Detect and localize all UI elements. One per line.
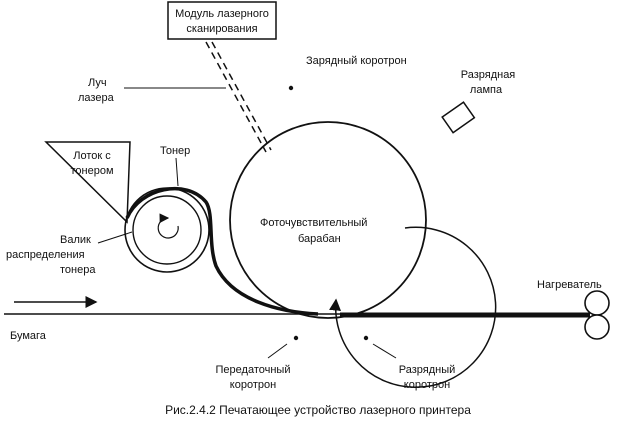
charge-corotron-dot <box>288 85 294 91</box>
toner-leader <box>175 157 179 187</box>
toner-roller-inner <box>132 195 202 265</box>
toner-tray-label-1: Лоток с <box>73 150 111 162</box>
toner-roller-outer <box>124 187 210 273</box>
discharge-lamp <box>441 101 476 134</box>
heater-roller-top <box>584 290 610 316</box>
roller-leader <box>97 231 133 244</box>
discharge-corotron-dot <box>363 335 369 341</box>
transfer-corotron-dot <box>293 335 299 341</box>
discharge-corotron-leader <box>372 343 397 359</box>
drum-label-1: Фоточувствительный <box>260 217 367 229</box>
paper-label: Бумага <box>10 330 47 342</box>
heater-label: Нагреватель <box>537 279 602 291</box>
transfer-corotron-leader <box>267 343 288 359</box>
discharge-corotron-label-2: коротрон <box>404 379 450 391</box>
roller-label-3: тонера <box>60 264 96 276</box>
laser-beam <box>205 41 272 153</box>
charge-corotron-label: Зарядный коротрон <box>306 55 407 67</box>
roller-label-2: распределения <box>6 249 85 261</box>
figure-caption: Рис.2.4.2 Печатающее устройство лазерног… <box>165 403 471 417</box>
toner-tray <box>44 141 131 224</box>
discharge-corotron-label-1: Разрядный <box>399 364 456 376</box>
laser-module-label-2: сканирования <box>186 23 257 35</box>
toner-layer <box>125 186 319 316</box>
drum-outer <box>229 121 427 319</box>
toner-tray-label-2: тонером <box>70 165 113 177</box>
discharge-lamp-label-2: лампа <box>470 84 503 96</box>
laser-module-label-1: Модуль лазерного <box>175 8 269 20</box>
discharge-lamp-label-1: Разрядная <box>461 69 516 81</box>
heater-roller-bottom <box>584 314 610 340</box>
transfer-corotron-label-2: коротрон <box>230 379 276 391</box>
laser-module-box <box>167 1 277 40</box>
transfer-corotron-label-1: Передаточный <box>216 364 291 376</box>
laser-beam-label-2: лазера <box>78 92 115 104</box>
roller-rotation-arrow <box>157 213 179 239</box>
roller-label-1: Валик <box>60 234 91 246</box>
toner-label: Тонер <box>160 145 190 157</box>
drum-label-2: барабан <box>298 233 341 245</box>
laser-beam-label-1: Луч <box>88 77 107 89</box>
drum-rotation-arrow <box>329 226 497 389</box>
